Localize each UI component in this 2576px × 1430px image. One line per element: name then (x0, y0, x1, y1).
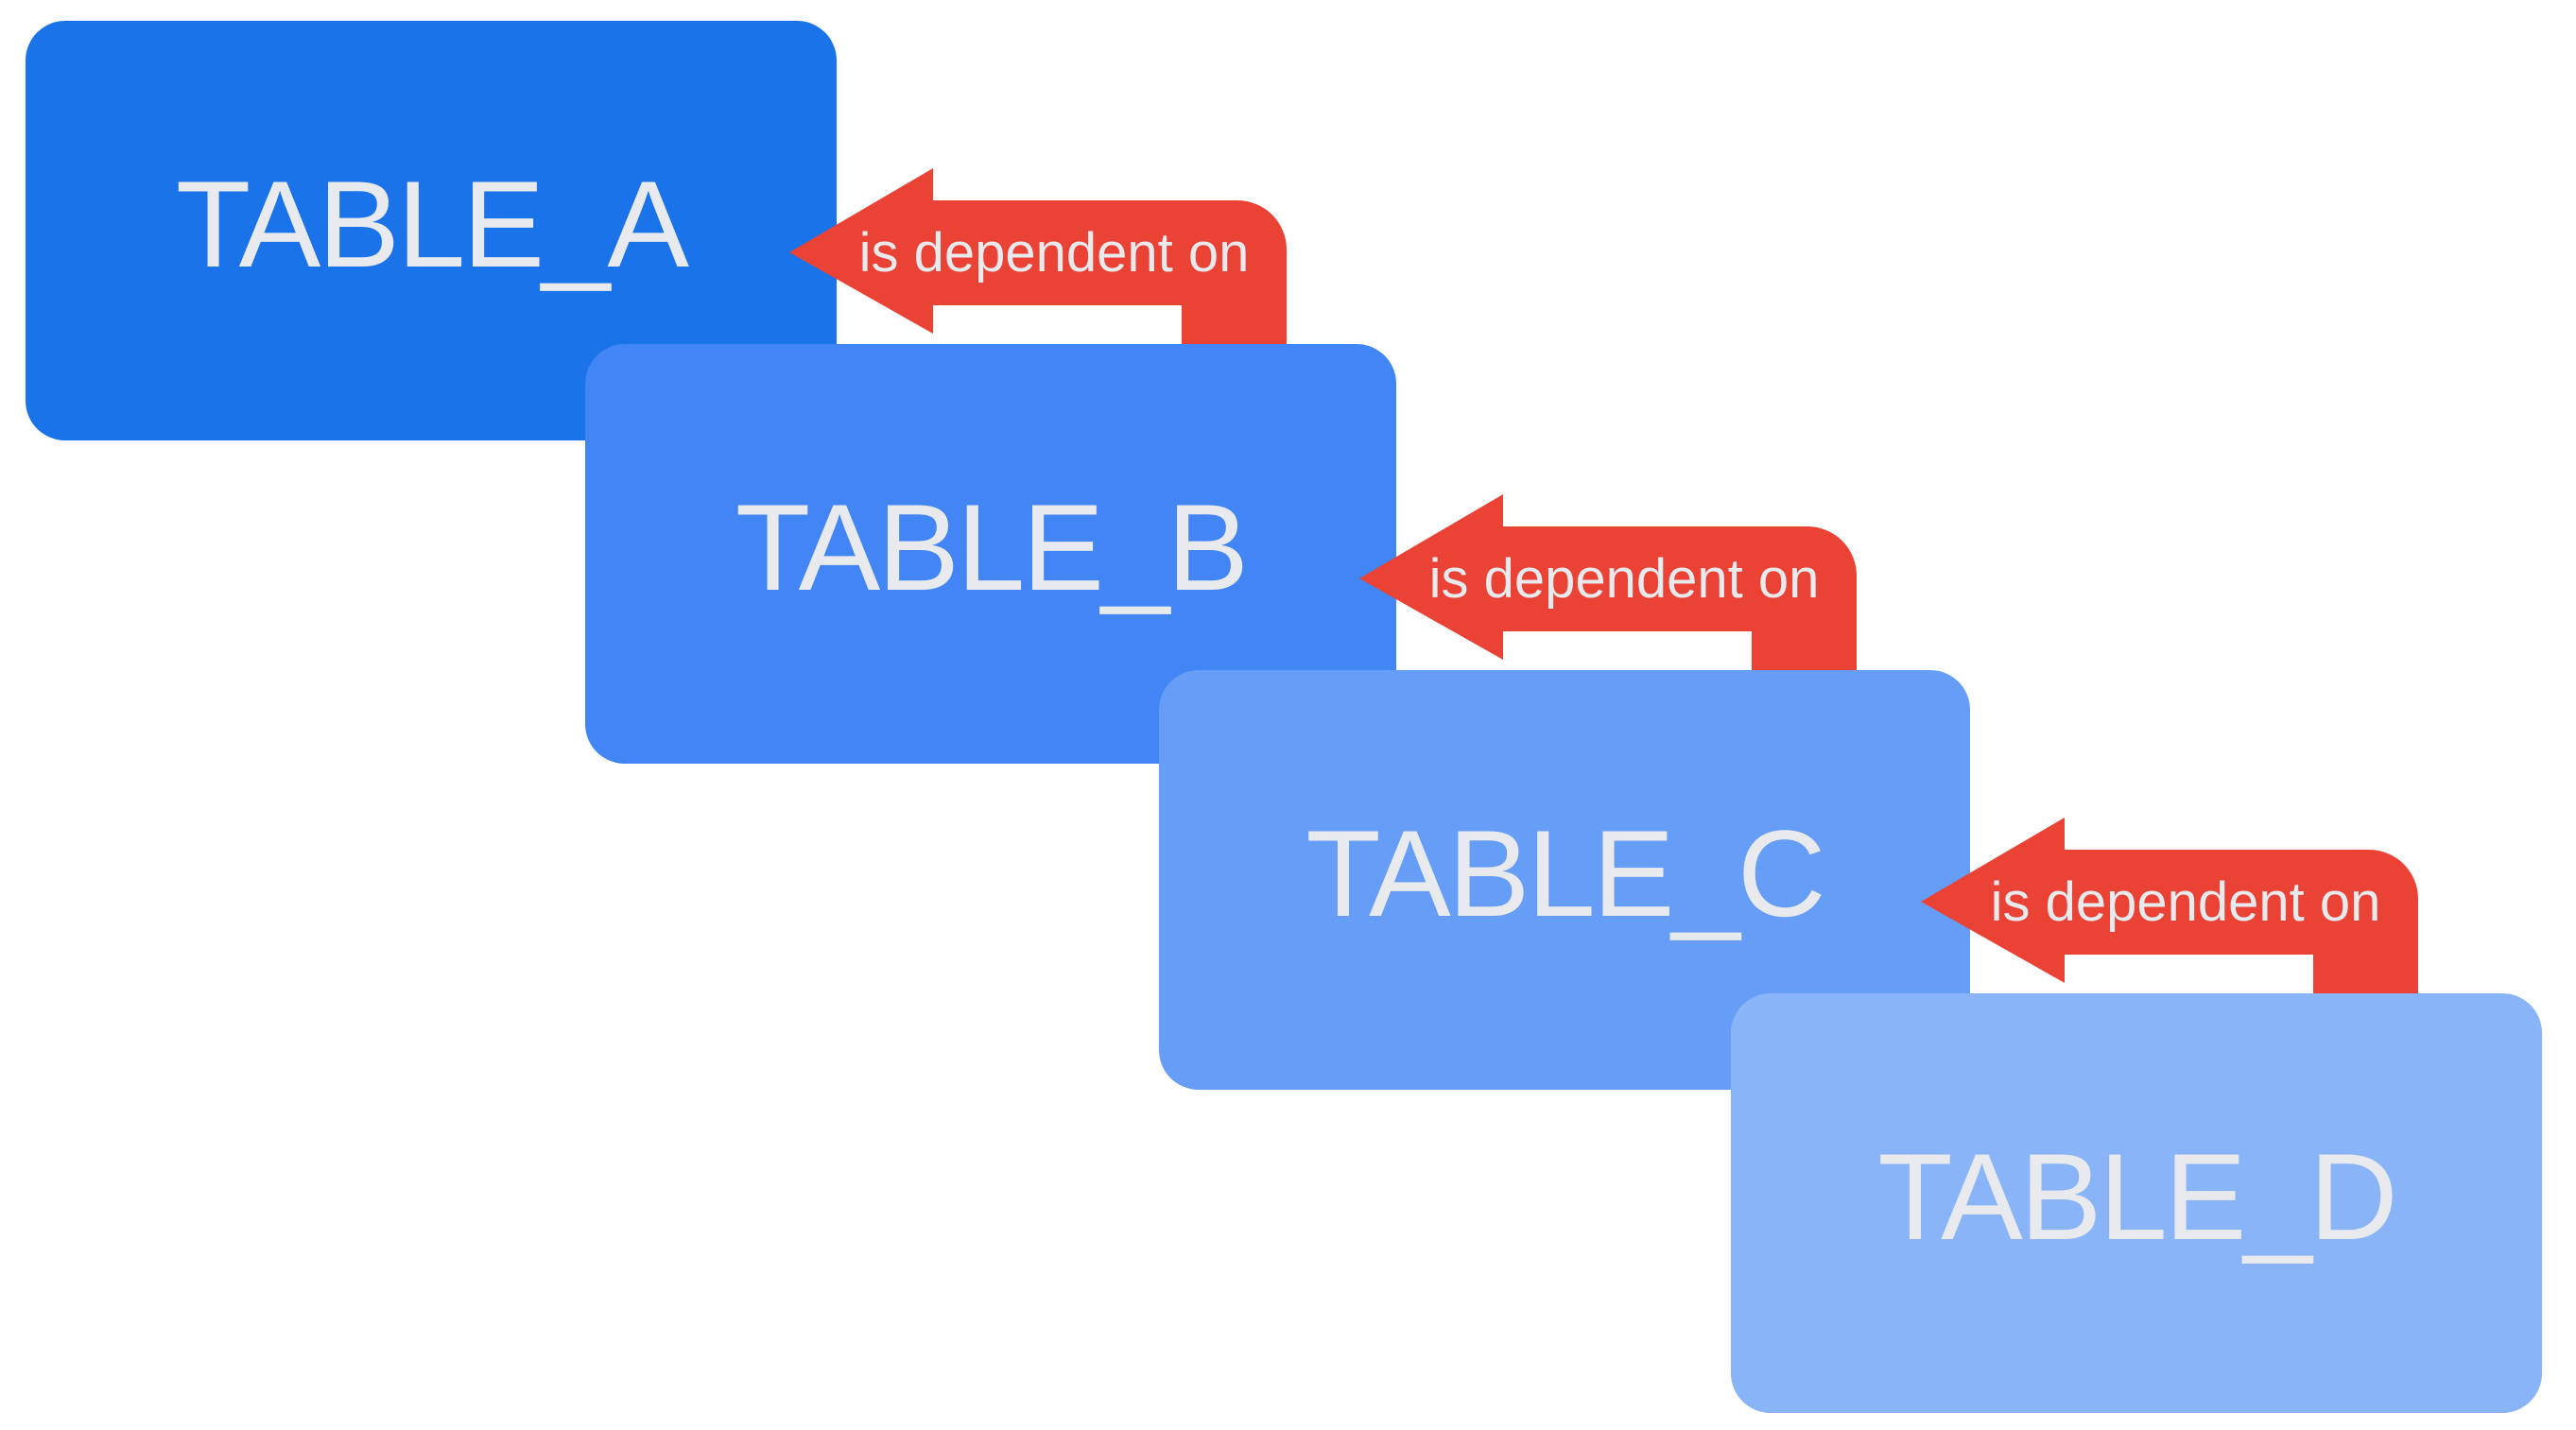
table-label: TABLE_A (175, 155, 689, 293)
table-label: TABLE_B (735, 478, 1249, 616)
dependency-arrow-c-to-b: is dependent on (1359, 494, 1857, 670)
table-card-d: TABLE_D (1731, 993, 2542, 1413)
arrow-label: is dependent on (1428, 547, 1820, 610)
table-label: TABLE_C (1305, 804, 1825, 942)
arrow-label: is dependent on (858, 221, 1250, 284)
table-label: TABLE_D (1877, 1128, 2397, 1266)
dependency-arrow-d-to-c: is dependent on (1921, 818, 2418, 993)
arrow-shape (789, 168, 1287, 344)
elbow-left-arrow-icon (789, 168, 1287, 344)
arrow-label: is dependent on (1990, 870, 2381, 933)
dependency-arrow-b-to-a: is dependent on (789, 168, 1287, 344)
arrow-shape (1359, 494, 1857, 670)
arrow-shape (1921, 818, 2418, 993)
table-card-a: TABLE_A (26, 21, 837, 440)
elbow-left-arrow-icon (1921, 818, 2418, 993)
elbow-left-arrow-icon (1359, 494, 1857, 670)
